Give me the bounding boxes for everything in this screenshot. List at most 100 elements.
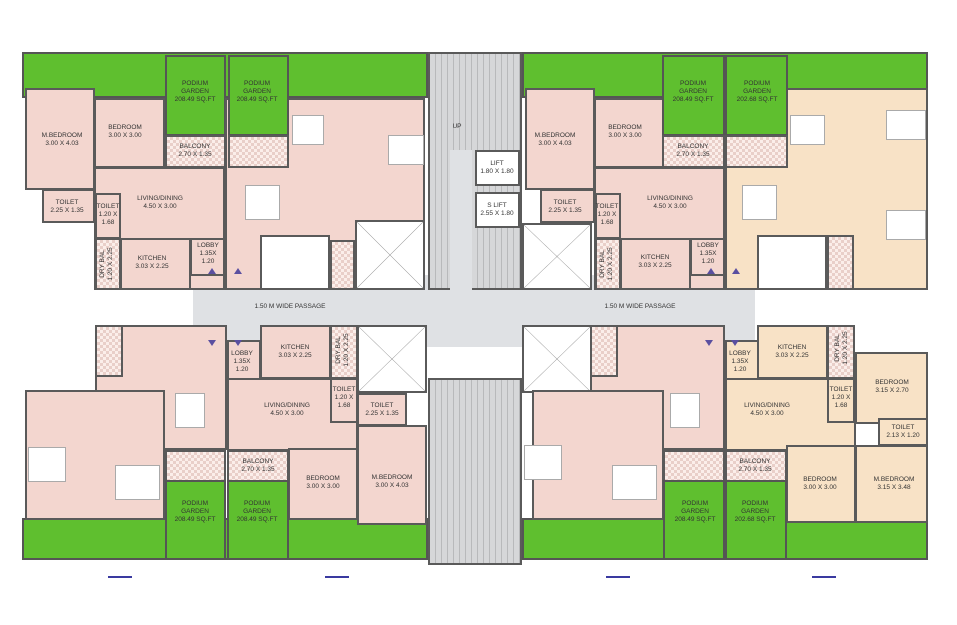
service-lift xyxy=(475,192,520,228)
duct-shaft xyxy=(357,325,427,393)
dry-balcony xyxy=(95,325,123,377)
stair-up-label: UP xyxy=(452,123,462,130)
bed-furniture xyxy=(388,135,424,165)
duct-shaft xyxy=(522,223,592,290)
bed-furniture xyxy=(790,115,825,145)
bed-furniture xyxy=(115,465,160,500)
bed-furniture xyxy=(886,210,926,240)
bed-furniture xyxy=(28,447,66,482)
bedroom xyxy=(594,98,665,168)
dry-balcony xyxy=(827,235,854,290)
bed-furniture xyxy=(612,465,657,500)
toilet xyxy=(540,189,595,223)
kitchen xyxy=(620,238,691,290)
sofa-furniture xyxy=(670,393,700,428)
passage-label-right: 1.50 M WIDE PASSAGE xyxy=(604,303,676,310)
podium-garden xyxy=(725,55,788,136)
duct-shaft xyxy=(355,220,425,290)
podium-garden xyxy=(663,480,725,560)
toilet xyxy=(357,393,407,426)
balcony xyxy=(725,135,788,168)
core-lobby xyxy=(450,150,472,290)
dry-balcony xyxy=(827,325,855,379)
podium-garden xyxy=(228,55,289,136)
master-bedroom xyxy=(855,445,928,523)
sofa-furniture xyxy=(175,393,205,428)
entry-arrow-icon xyxy=(208,268,216,274)
toilet xyxy=(878,418,928,446)
toilet xyxy=(42,189,95,223)
balcony xyxy=(725,450,787,482)
scale-mark xyxy=(812,576,836,578)
bed-furniture xyxy=(292,115,324,145)
entry-arrow-icon xyxy=(731,340,739,346)
scale-mark xyxy=(108,576,132,578)
balcony xyxy=(165,450,226,482)
kitchen xyxy=(120,238,191,290)
entry-arrow-icon xyxy=(707,268,715,274)
sofa-furniture xyxy=(245,185,280,220)
toilet-small xyxy=(827,378,855,423)
podium-garden xyxy=(165,480,226,560)
dry-balcony xyxy=(590,325,618,377)
entry-arrow-icon xyxy=(705,340,713,346)
entry-arrow-icon xyxy=(732,268,740,274)
scale-mark xyxy=(325,576,349,578)
podium-garden xyxy=(662,55,725,136)
bed-furniture xyxy=(886,110,926,140)
podium-garden xyxy=(165,55,226,136)
balcony xyxy=(662,135,725,168)
kitchen xyxy=(260,235,330,290)
sofa-furniture xyxy=(742,185,777,220)
master-bedroom xyxy=(25,88,95,190)
lobby xyxy=(190,238,225,276)
entry-arrow-icon xyxy=(208,340,216,346)
dry-balcony xyxy=(330,240,355,290)
bedroom xyxy=(786,445,856,523)
entry-arrow-icon xyxy=(234,340,242,346)
balcony xyxy=(165,135,226,168)
stair-core-bottom xyxy=(428,378,522,565)
kitchen xyxy=(757,325,828,379)
